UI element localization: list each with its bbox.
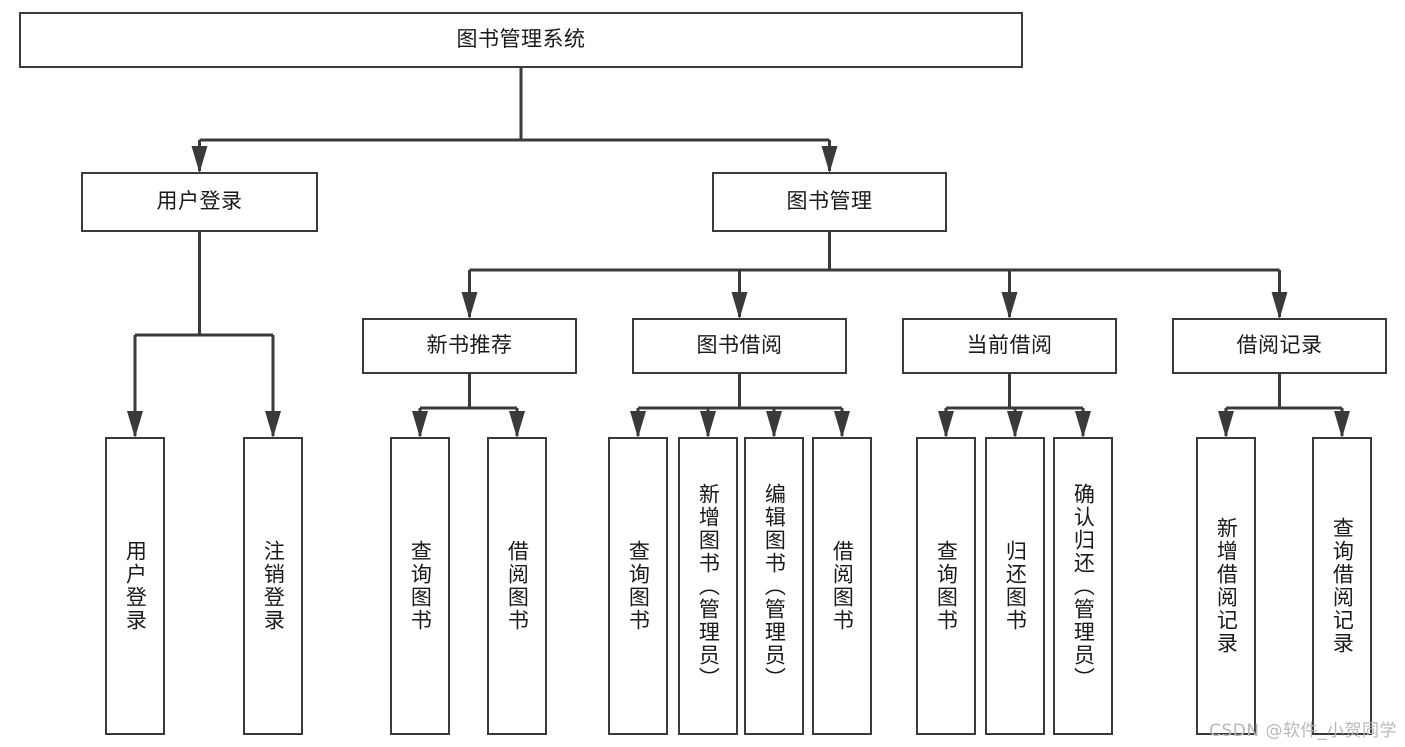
leaf-record-query[interactable]: 查询借阅记录 [1312, 437, 1372, 735]
leaf-new-query-book-label: 查询图书 [408, 540, 433, 632]
leaf-borrow-add-book-admin[interactable]: 新增图书（管理员） [678, 437, 738, 735]
leaf-current-confirm-return-admin-label: 确认归还（管理员） [1071, 482, 1096, 690]
leaf-borrow-do-book-label: 借阅图书 [830, 540, 855, 632]
leaf-record-add[interactable]: 新增借阅记录 [1196, 437, 1256, 735]
node-root[interactable]: 图书管理系统 [19, 12, 1023, 68]
node-new-book-recommend-label: 新书推荐 [426, 333, 513, 358]
leaf-new-borrow-book-label: 借阅图书 [505, 540, 530, 632]
leaf-user-logout[interactable]: 注销登录 [243, 437, 303, 735]
leaf-record-query-label: 查询借阅记录 [1330, 517, 1355, 655]
node-book-borrow[interactable]: 图书借阅 [632, 318, 847, 374]
leaf-user-login-label: 用户登录 [123, 540, 148, 632]
leaf-borrow-do-book[interactable]: 借阅图书 [812, 437, 872, 735]
node-current-borrow-label: 当前借阅 [966, 333, 1053, 358]
leaf-borrow-query-book-label: 查询图书 [626, 540, 651, 632]
leaf-borrow-edit-book-admin-label: 编辑图书（管理员） [762, 482, 787, 690]
node-root-label: 图书管理系统 [456, 27, 586, 52]
leaf-current-return-book-label: 归还图书 [1003, 540, 1028, 632]
leaf-current-query-book[interactable]: 查询图书 [916, 437, 976, 735]
leaf-current-confirm-return-admin[interactable]: 确认归还（管理员） [1053, 437, 1113, 735]
node-new-book-recommend[interactable]: 新书推荐 [362, 318, 577, 374]
leaf-user-login[interactable]: 用户登录 [105, 437, 165, 735]
leaf-new-query-book[interactable]: 查询图书 [390, 437, 450, 735]
node-borrow-record[interactable]: 借阅记录 [1172, 318, 1387, 374]
node-book-management[interactable]: 图书管理 [712, 172, 947, 232]
leaf-current-return-book[interactable]: 归还图书 [985, 437, 1045, 735]
node-book-borrow-label: 图书借阅 [696, 333, 783, 358]
node-user-login-label: 用户登录 [156, 189, 243, 214]
node-borrow-record-label: 借阅记录 [1236, 333, 1323, 358]
node-book-management-label: 图书管理 [786, 189, 873, 214]
leaf-borrow-query-book[interactable]: 查询图书 [608, 437, 668, 735]
leaf-current-query-book-label: 查询图书 [934, 540, 959, 632]
leaf-borrow-add-book-admin-label: 新增图书（管理员） [696, 482, 721, 690]
leaf-new-borrow-book[interactable]: 借阅图书 [487, 437, 547, 735]
node-current-borrow[interactable]: 当前借阅 [902, 318, 1117, 374]
node-user-login[interactable]: 用户登录 [81, 172, 318, 232]
leaf-record-add-label: 新增借阅记录 [1214, 517, 1239, 655]
leaf-borrow-edit-book-admin[interactable]: 编辑图书（管理员） [744, 437, 804, 735]
leaf-user-logout-label: 注销登录 [261, 540, 286, 632]
